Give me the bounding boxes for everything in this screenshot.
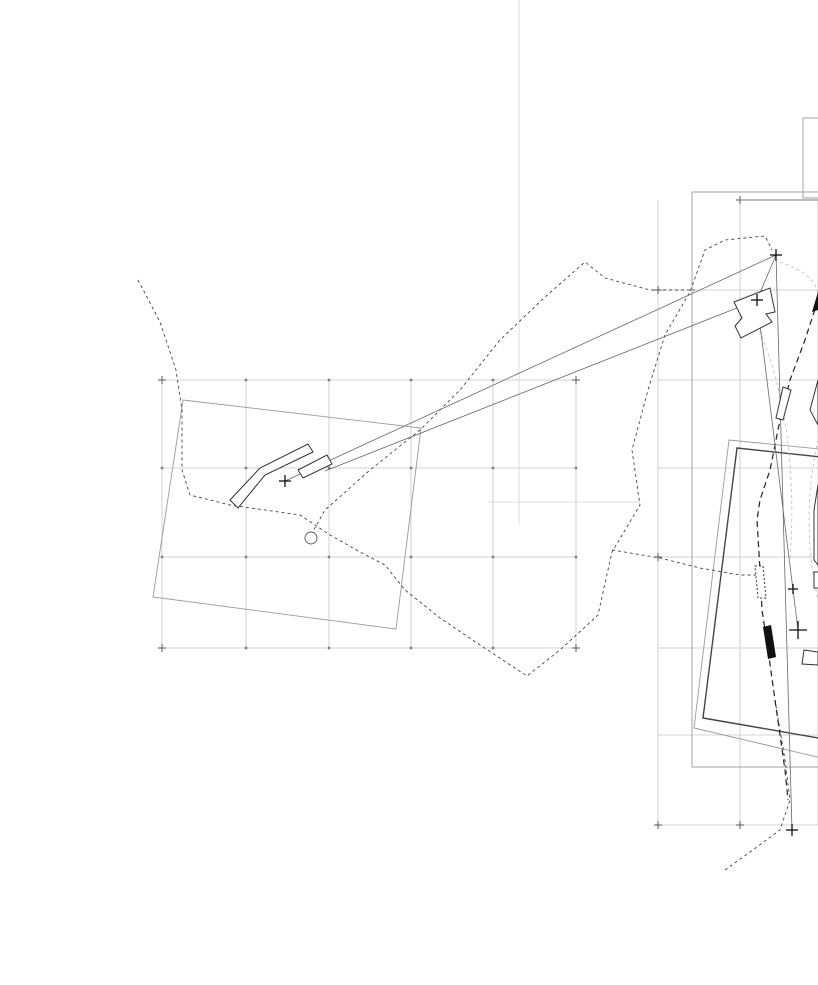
- crosshair-marker-icon: [789, 621, 807, 639]
- frames: [152, 117, 818, 768]
- grid-crosshair-marks: [158, 196, 744, 829]
- grid-crosshair-icon: [409, 646, 413, 650]
- building-thin-slot: [775, 386, 792, 421]
- grid-crosshair-icon: [160, 466, 164, 470]
- grid-crosshair-icon: [491, 646, 495, 650]
- grid-crosshair-icon: [574, 555, 578, 559]
- grid-crosshair-icon: [327, 378, 331, 382]
- grid-crosshair-icon: [244, 466, 248, 470]
- crosshair-marker-icon: [770, 249, 782, 261]
- grid-crosshair-icon: [572, 376, 580, 384]
- sight-lines: [284, 254, 799, 831]
- building-small-bar: [297, 454, 333, 479]
- building-edge-b: [813, 484, 818, 566]
- grid-crosshair-icon: [158, 644, 166, 652]
- building-edge-d: [813, 571, 818, 589]
- key-crosshair-markers: [279, 249, 807, 836]
- grid-crosshair-icon: [158, 376, 166, 384]
- dashed-boundary-a: [137, 235, 773, 677]
- grid-crosshair-icon: [327, 646, 331, 650]
- trapezoid-outer: [693, 439, 818, 758]
- grid-crosshair-icon: [572, 644, 580, 652]
- dashed-boundary-c: [611, 549, 760, 576]
- grid-crosshair-icon: [409, 378, 413, 382]
- crosshair-marker-icon: [786, 824, 798, 836]
- arrow-head-icon: [812, 292, 818, 312]
- crosshair-marker-icon: [279, 475, 291, 487]
- building-dashed-slot: [754, 565, 767, 599]
- building-edge-c: [801, 649, 818, 666]
- trapezoid-inner: [702, 447, 818, 739]
- grid-crosshair-icon: [409, 466, 413, 470]
- dashed-boundaries: [137, 235, 791, 871]
- crosshair-marker-icon: [751, 294, 763, 306]
- grid-crosshair-icon: [327, 555, 331, 559]
- solid-block-icon: [763, 625, 776, 659]
- right-frame-top: [802, 117, 818, 199]
- crosshair-marker-icon: [788, 584, 798, 594]
- buildings: [229, 287, 818, 666]
- node-circle: [304, 531, 318, 545]
- route-dashed: [756, 299, 818, 801]
- right-frame-outer: [691, 191, 818, 768]
- grid-left: [161, 379, 577, 649]
- grid-crosshair-icon: [736, 821, 744, 829]
- grid-crosshair-icon: [160, 555, 164, 559]
- grid-right: [657, 200, 818, 826]
- building-edge-a: [809, 379, 818, 426]
- grid-crosshair-icon: [244, 378, 248, 382]
- dashed-path-d: [724, 699, 791, 871]
- building-curved: [229, 443, 314, 509]
- grid-crosshair-icon: [574, 466, 578, 470]
- dashed-boundary-b: [307, 261, 695, 541]
- rotated-site-frame: [152, 399, 422, 630]
- grid-crosshair-icon: [244, 555, 248, 559]
- grid-crosshair-icon: [491, 466, 495, 470]
- grid-crosshair-icon: [491, 555, 495, 559]
- grid-crosshair-icon: [491, 378, 495, 382]
- grid-crosshair-icon: [409, 555, 413, 559]
- grid-crosshair-icon: [244, 646, 248, 650]
- guide-lines: [488, 0, 640, 525]
- building-stepped: [733, 287, 776, 339]
- grid-crosshair-icon: [654, 821, 662, 829]
